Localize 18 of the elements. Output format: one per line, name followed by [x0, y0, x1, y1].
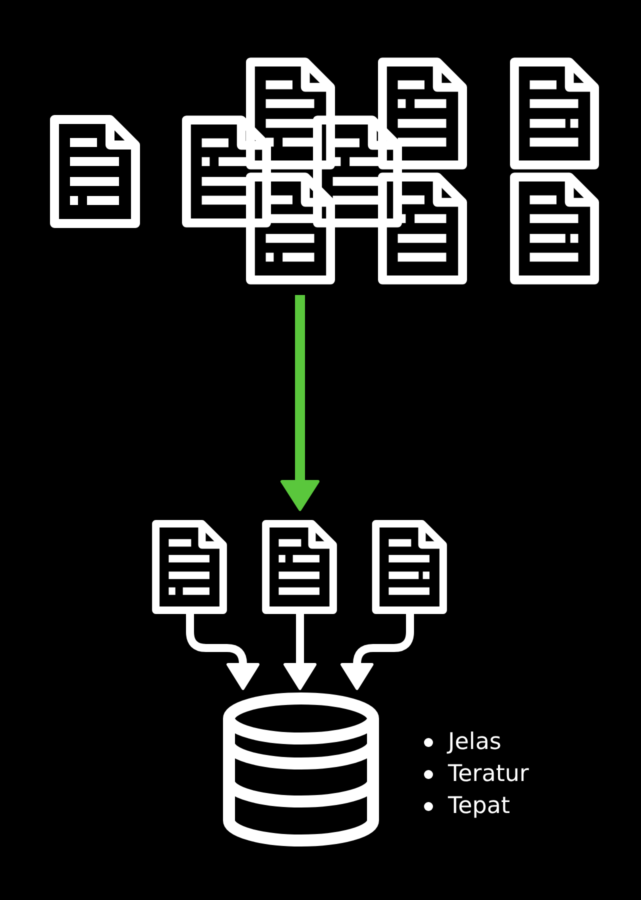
document-icon — [152, 520, 227, 614]
document-icon — [262, 520, 337, 614]
document-icon — [372, 520, 447, 614]
arrow — [284, 614, 316, 690]
list-item: Teratur — [420, 758, 529, 790]
arrow — [280, 295, 320, 511]
document-icon — [378, 57, 467, 170]
document-icon — [50, 115, 140, 228]
document-icon — [510, 172, 599, 285]
document-icon — [246, 172, 335, 285]
document-icon — [182, 115, 271, 228]
document-icon — [510, 57, 599, 170]
document-icon — [246, 57, 335, 170]
database-icon — [222, 692, 380, 849]
document-icon — [313, 115, 402, 228]
document-icon — [378, 172, 467, 285]
list-item: Jelas — [420, 726, 502, 758]
list-item: Tepat — [420, 790, 510, 822]
